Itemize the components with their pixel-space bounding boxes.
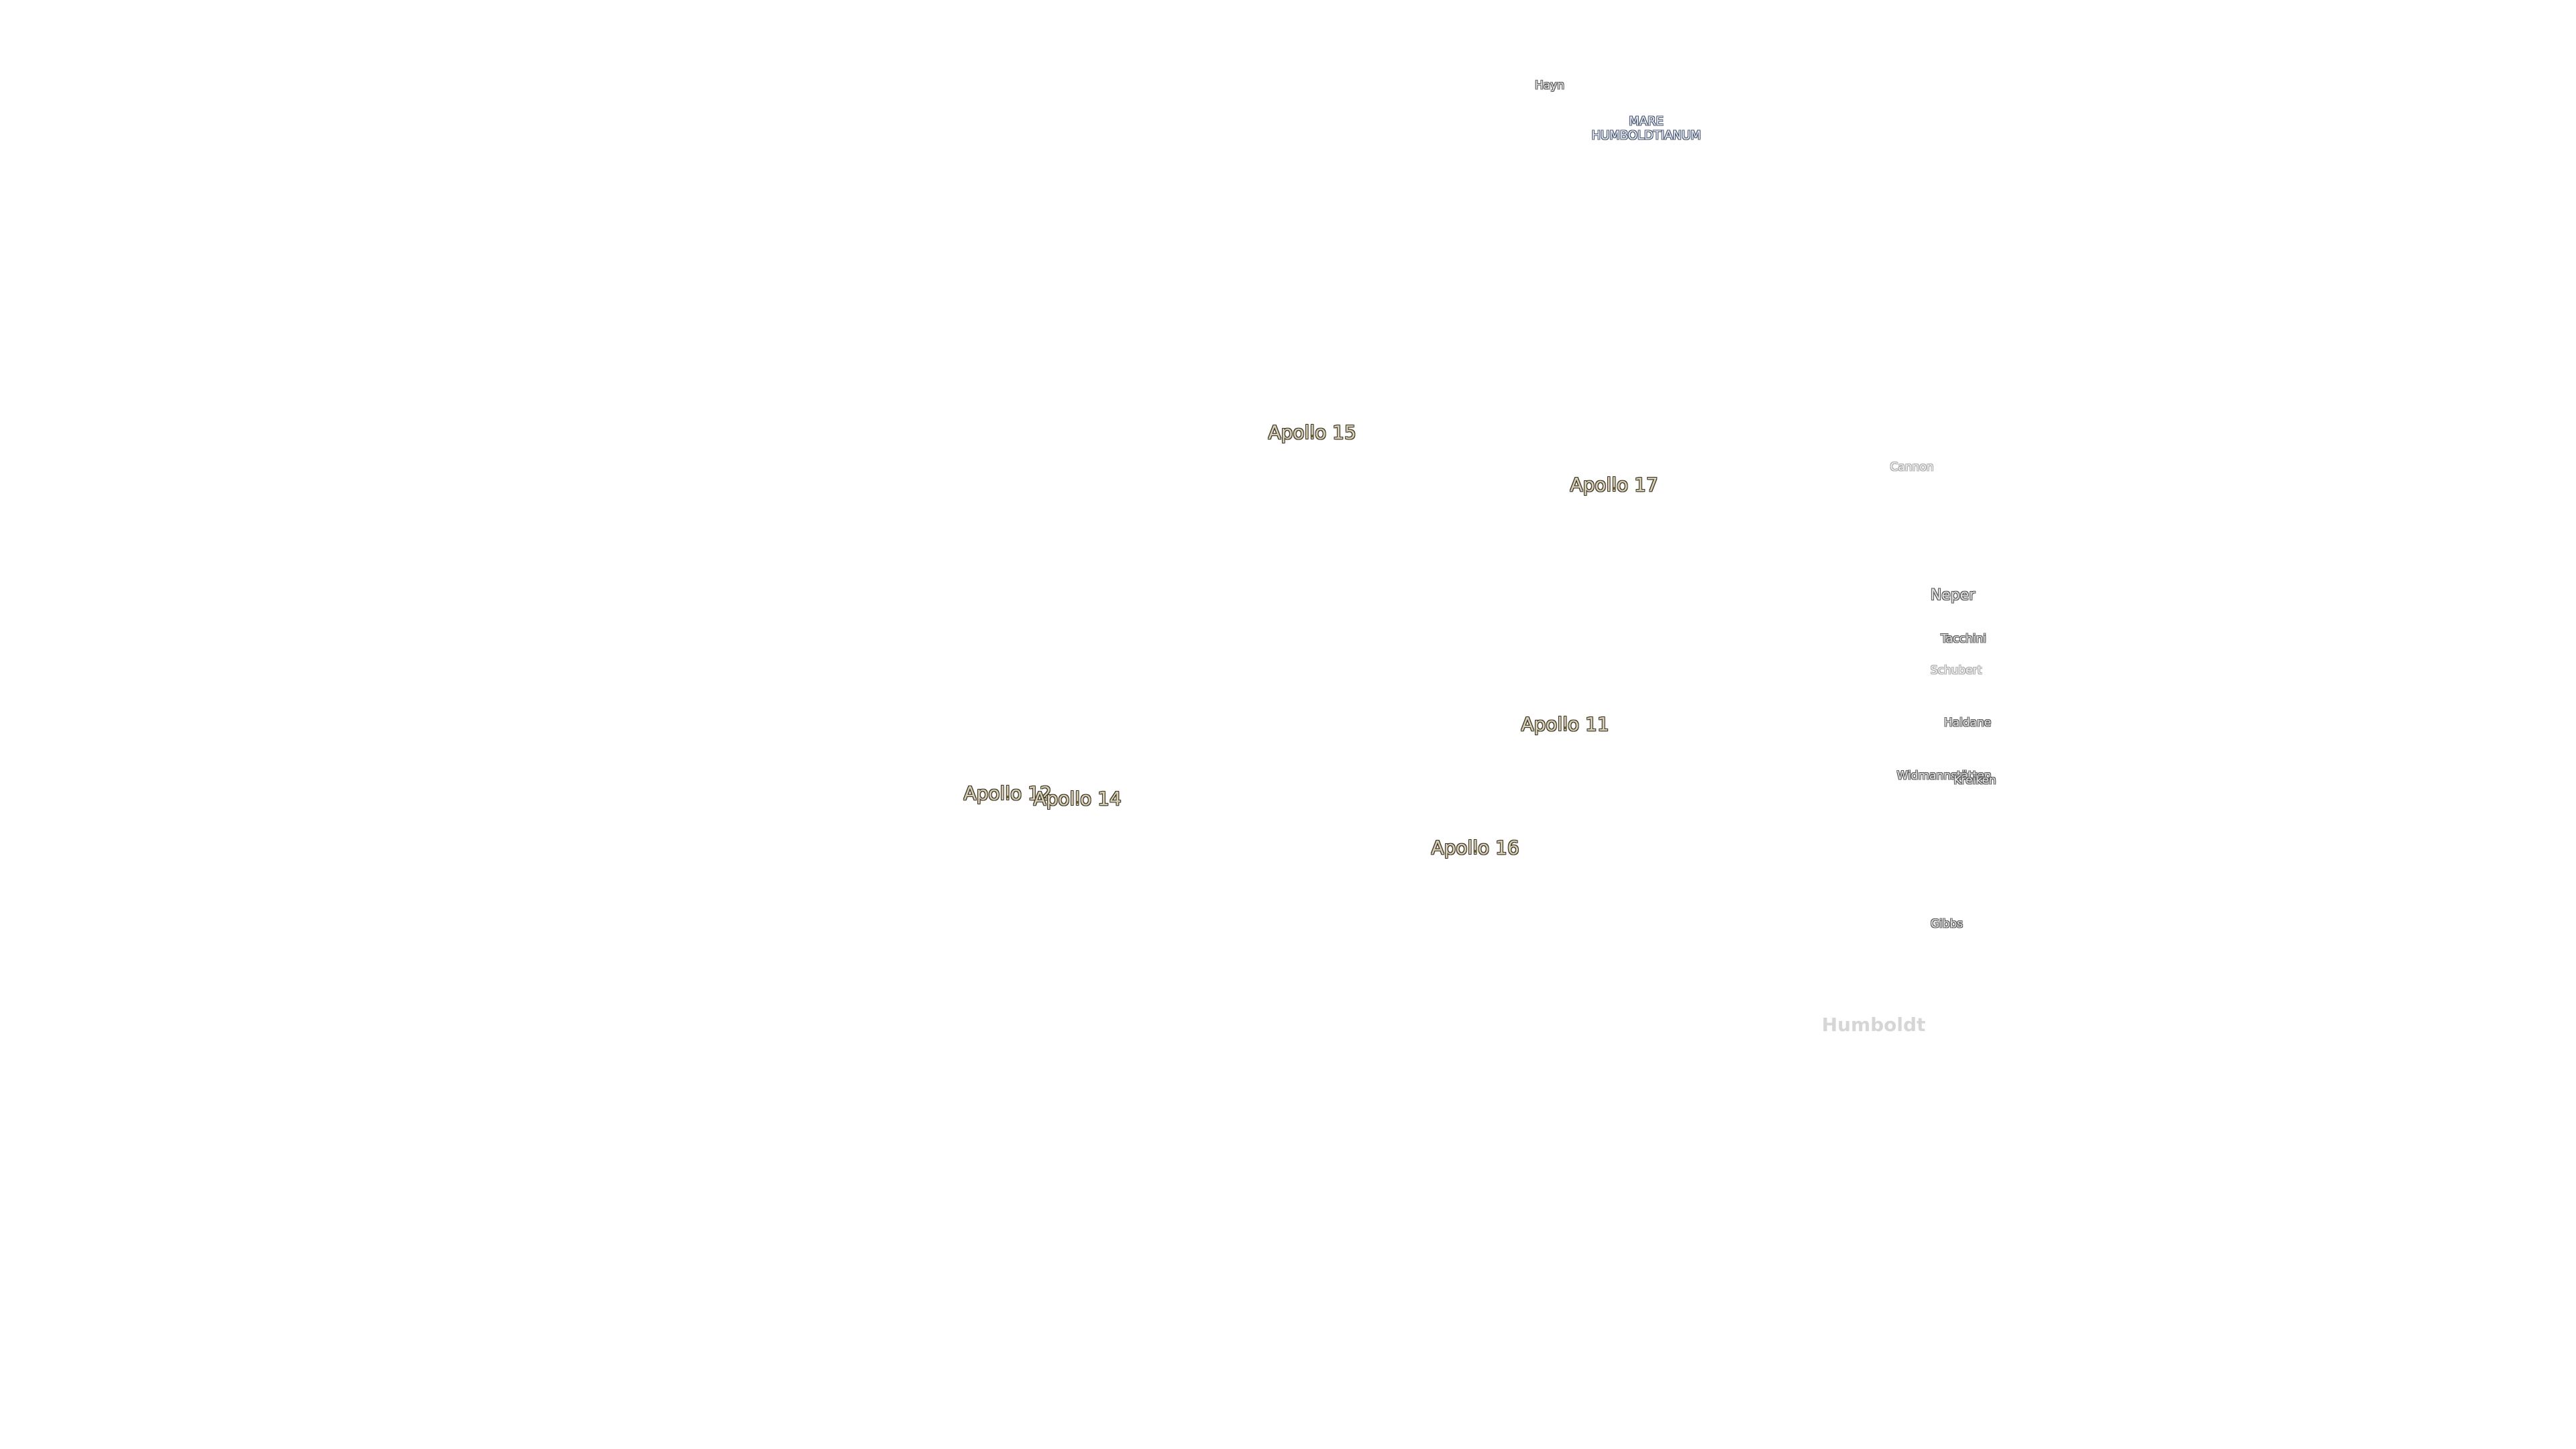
apollo-17-label: Apollo 17 — [1570, 474, 1658, 496]
crater-label-haldane: Haldane — [1943, 716, 1992, 730]
crater-label-gibbs: Gibbs — [1930, 917, 1964, 931]
crater-label-schubert: Schubert — [1930, 663, 1982, 678]
apollo-12-label: Apollo 12 — [963, 782, 1052, 804]
apollo-15-label: Apollo 15 — [1268, 421, 1356, 443]
mare-label-line2: HUMBOLDTIANUM — [1591, 128, 1701, 142]
apollo-14-site[interactable]: Apollo 14 — [1033, 790, 1121, 808]
apollo-15-marker — [1311, 434, 1313, 437]
apollo-17-site[interactable]: Apollo 17 — [1570, 476, 1658, 494]
mare-humboldtianum-label: MARE HUMBOLDTIANUM — [1591, 114, 1701, 142]
apollo-11-site[interactable]: Apollo 11 — [1521, 715, 1609, 734]
crater-label-humboldt: Humboldt — [1821, 1014, 1926, 1036]
apollo-16-label: Apollo 16 — [1431, 837, 1519, 859]
apollo-11-marker — [1564, 726, 1566, 729]
apollo-16-marker — [1474, 849, 1477, 853]
apollo-16-site[interactable]: Apollo 16 — [1431, 839, 1519, 857]
crater-label-cannon: Cannon — [1890, 460, 1934, 474]
crater-label-kreiken: Kreiken — [1953, 773, 1996, 788]
crater-label-hayn: Hayn — [1534, 78, 1565, 93]
mare-label-line1: MARE — [1629, 114, 1664, 129]
apollo-14-marker — [1076, 800, 1079, 804]
apollo-12-site[interactable]: Apollo 12 — [963, 784, 1051, 803]
crater-label-neper: Neper — [1930, 587, 1976, 604]
crater-label-tacchini: Tacchini — [1941, 632, 1986, 646]
apollo-14-label: Apollo 14 — [1033, 788, 1122, 810]
apollo-15-site[interactable]: Apollo 15 — [1268, 423, 1356, 442]
apollo-12-marker — [1006, 795, 1009, 798]
crater-label-widmannstatten: Widmannstätten — [1896, 769, 1992, 783]
apollo-11-label: Apollo 11 — [1521, 713, 1609, 735]
apollo-17-marker — [1613, 486, 1615, 490]
